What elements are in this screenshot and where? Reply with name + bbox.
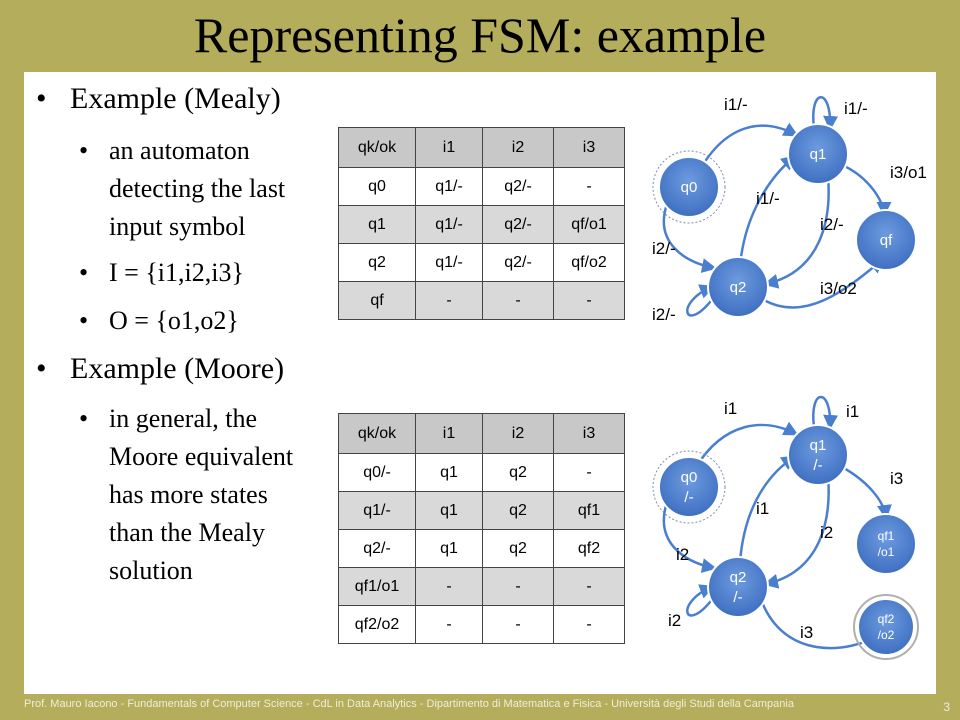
final-state-ring bbox=[853, 594, 919, 660]
bullet-moore: •Example (Moore) bbox=[36, 352, 285, 385]
edge-q2-q1 bbox=[738, 455, 797, 563]
edge-q2-qf bbox=[763, 258, 885, 309]
label-qf2-out: /o2 bbox=[878, 628, 895, 642]
fsm-diagrams: q0 q1 q2 qf i1/- i1/- i3/o1 i1/- i2/- i2… bbox=[652, 95, 927, 660]
edge-q1-q2 bbox=[763, 466, 830, 589]
edge-q0-q1 bbox=[694, 122, 799, 178]
elabel-q1-q2: i2/- bbox=[820, 215, 844, 234]
label-q0-out: /- bbox=[684, 489, 693, 506]
state-q0 bbox=[658, 456, 720, 518]
moore-diagram: q0 /- q1 /- q2 /- qf1 /o1 qf2 /o2 i1 i1 … bbox=[652, 395, 919, 660]
label-q0: q0 bbox=[681, 179, 698, 196]
table-row: q2/- q1 q2 qf2 bbox=[338, 529, 625, 568]
edge-q2-self bbox=[686, 284, 715, 317]
elabel-q1-self: i1/- bbox=[844, 99, 868, 118]
state-q1 bbox=[787, 424, 849, 486]
elabel-q0-q2: i2 bbox=[676, 545, 689, 564]
state-qf2 bbox=[857, 598, 915, 656]
moore-th-3: i3 bbox=[553, 413, 625, 454]
edge-q1-q2 bbox=[763, 166, 830, 289]
table-row: qf2/o2 - - - bbox=[338, 605, 625, 644]
initial-state-marker bbox=[652, 450, 726, 524]
table-row: q1/- q1 q2 qf1 bbox=[338, 491, 625, 530]
label-q1: q1 bbox=[810, 437, 827, 454]
mealy-sub1: •an automaton detecting the last input s… bbox=[79, 136, 286, 241]
mealy-th-0: qk/ok bbox=[338, 127, 416, 168]
label-q2: q2 bbox=[730, 279, 747, 296]
label-qf1: qf1 bbox=[878, 529, 895, 543]
bullet-mealy: •Example (Mealy) bbox=[36, 82, 281, 115]
elabel-q0-q1: i1/- bbox=[724, 95, 748, 114]
mealy-sub3: •O = {o1,o2} bbox=[79, 306, 239, 335]
elabel-q1-self: i1 bbox=[846, 402, 859, 421]
mealy-sub2: •I = {i1,i2,i3} bbox=[79, 258, 244, 287]
table-row: q0 q1/- q2/- - bbox=[338, 167, 625, 206]
elabel-q2-q1: i1/- bbox=[756, 189, 780, 208]
table-row: q1 q1/- q2/- qf/o1 bbox=[338, 205, 625, 244]
label-q0: q0 bbox=[681, 469, 698, 486]
label-q1: q1 bbox=[810, 146, 827, 163]
elabel-q2-q1: i1 bbox=[756, 499, 769, 518]
page-number: 3 bbox=[943, 700, 950, 714]
label-qf1-out: /o1 bbox=[878, 545, 895, 559]
slide-content: •Example (Mealy) •an automaton detecting… bbox=[24, 72, 936, 694]
elabel-q2-qf: i3/o2 bbox=[820, 279, 857, 298]
label-qf2: qf2 bbox=[878, 612, 895, 626]
table-row: qf - - - bbox=[338, 281, 625, 320]
label-qf: qf bbox=[880, 232, 893, 249]
elabel-q1-qf1: i3 bbox=[890, 469, 903, 488]
moore-th-0: qk/ok bbox=[338, 413, 416, 454]
moore-th-1: i1 bbox=[415, 413, 483, 454]
label-q2: q2 bbox=[730, 569, 747, 586]
state-qf bbox=[855, 209, 917, 271]
mealy-transition-table: qk/ok i1 i2 i3 q0 q1/- q2/- - q1 q1/- q2… bbox=[338, 127, 625, 320]
slide-footer: Prof. Mauro Iacono - Fundamentals of Com… bbox=[24, 698, 794, 710]
edge-q2-self bbox=[686, 584, 715, 617]
elabel-q2-self: i2 bbox=[668, 611, 681, 630]
edge-q0-q1 bbox=[694, 421, 799, 468]
edge-q1-self bbox=[812, 395, 839, 430]
edge-q2-q1 bbox=[738, 155, 797, 267]
elabel-q2-qf2: i3 bbox=[800, 623, 813, 642]
mealy-th-3: i3 bbox=[553, 127, 625, 168]
table-row: q0/- q1 q2 - bbox=[338, 453, 625, 492]
state-q1 bbox=[787, 123, 849, 185]
state-q2 bbox=[707, 556, 769, 618]
elabel-q0-q1: i1 bbox=[724, 399, 737, 418]
state-q0 bbox=[658, 156, 720, 218]
state-q2 bbox=[707, 256, 769, 318]
edge-q0-q2 bbox=[662, 501, 717, 573]
slide-title: Representing FSM: example bbox=[193, 7, 767, 63]
edge-q1-self bbox=[812, 96, 839, 131]
edge-q0-q2 bbox=[662, 203, 717, 273]
table-row: qf1/o1 - - - bbox=[338, 567, 625, 606]
elabel-q0-q2: i2/- bbox=[652, 239, 676, 258]
moore-sub1: •in general, the Moore equivalent has mo… bbox=[79, 404, 294, 585]
moore-transition-table: qk/ok i1 i2 i3 q0/- q1 q2 - q1/- q1 q2 q… bbox=[338, 413, 625, 644]
elabel-q1-qf: i3/o1 bbox=[890, 163, 927, 182]
edge-q1-qf bbox=[841, 163, 892, 217]
edge-q1-qf1 bbox=[841, 465, 892, 520]
mealy-heading: Example (Mealy) bbox=[70, 82, 281, 115]
mealy-diagram: q0 q1 q2 qf i1/- i1/- i3/o1 i1/- i2/- i2… bbox=[652, 95, 927, 324]
label-q1-out: /- bbox=[813, 457, 822, 474]
mealy-th-2: i2 bbox=[482, 127, 554, 168]
elabel-q2-self: i2/- bbox=[652, 305, 676, 324]
elabel-q1-q2: i2 bbox=[820, 523, 833, 542]
state-qf1 bbox=[855, 513, 917, 575]
initial-state-marker bbox=[652, 150, 726, 224]
label-q2-out: /- bbox=[733, 589, 742, 606]
moore-heading: Example (Moore) bbox=[70, 352, 285, 385]
